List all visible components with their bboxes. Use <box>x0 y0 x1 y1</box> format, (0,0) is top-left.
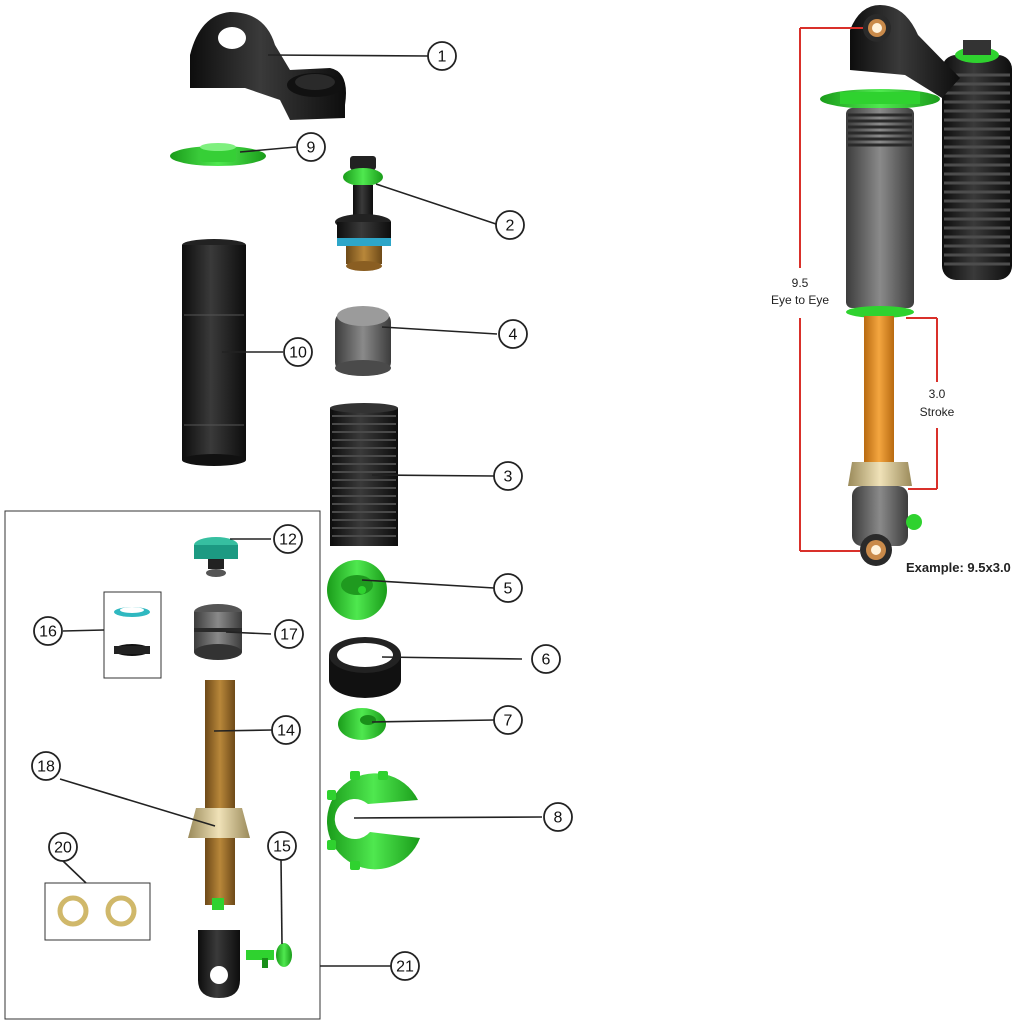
part-12-teal-valve <box>194 537 238 577</box>
callout-21: 21 <box>390 951 420 981</box>
callout-circle <box>274 619 304 649</box>
callout-circle <box>31 751 61 781</box>
callout-circle <box>33 616 63 646</box>
callout-number: 18 <box>37 759 55 776</box>
callout-circle <box>296 132 326 162</box>
callout-number: 20 <box>54 840 72 857</box>
eye-to-eye-label: Eye to Eye <box>771 293 829 307</box>
part-18-bumper <box>188 808 250 838</box>
callout-8: 8 <box>543 802 573 832</box>
callout-circle <box>493 705 523 735</box>
callout-circle <box>390 951 420 981</box>
part-1-eyelet-bridge <box>190 12 346 120</box>
callout-2: 2 <box>495 210 525 240</box>
kit-21-box <box>4 510 321 1020</box>
callout-17: 17 <box>274 619 304 649</box>
part-16-seal-set <box>103 591 162 679</box>
part-lower-eye <box>198 898 240 998</box>
callout-1: 1 <box>427 41 457 71</box>
stroke-label: Stroke <box>920 405 955 419</box>
callout-3: 3 <box>493 461 523 491</box>
callout-14: 14 <box>271 715 301 745</box>
callout-circle <box>493 573 523 603</box>
callout-circle <box>493 461 523 491</box>
callout-16: 16 <box>33 616 63 646</box>
callout-circle <box>267 831 297 861</box>
part-15-green-knob <box>246 943 292 968</box>
callout-number: 8 <box>554 810 563 827</box>
callout-6: 6 <box>531 644 561 674</box>
dimension-eye-to-eye <box>799 27 863 552</box>
part-9-green-cap <box>170 143 266 166</box>
callout-7: 7 <box>493 705 523 735</box>
stroke-value: 3.0 <box>929 387 946 401</box>
callout-circle <box>283 337 313 367</box>
callout-circle <box>543 802 573 832</box>
eye-to-eye-value: 9.5 <box>792 276 809 290</box>
callout-circle <box>48 832 78 862</box>
callout-circle <box>427 41 457 71</box>
part-2-valve-assembly <box>335 156 391 271</box>
callout-circle <box>273 524 303 554</box>
part-5-green-disc <box>327 560 387 620</box>
callout-number: 10 <box>289 345 307 362</box>
part-4-gray-sleeve <box>335 306 391 376</box>
callout-10: 10 <box>283 337 313 367</box>
callout-circle <box>271 715 301 745</box>
callout-number: 2 <box>506 218 515 235</box>
callout-number: 16 <box>39 624 57 641</box>
callout-number: 17 <box>280 627 298 644</box>
callout-number: 7 <box>504 713 513 730</box>
callout-5: 5 <box>493 573 523 603</box>
part-14-shaft <box>205 680 235 905</box>
callout-number: 1 <box>438 49 447 66</box>
callout-12: 12 <box>273 524 303 554</box>
callout-18: 18 <box>31 751 61 781</box>
callout-number: 15 <box>273 839 291 856</box>
leader-lines <box>59 54 543 967</box>
callout-circle <box>495 210 525 240</box>
callout-number: 14 <box>277 723 295 740</box>
callout-number: 6 <box>542 652 551 669</box>
part-6-black-ring <box>329 637 401 698</box>
dimension-stroke <box>906 317 938 490</box>
callout-number: 5 <box>504 581 513 598</box>
part-8-spring-collar <box>326 771 420 870</box>
callout-circle <box>498 319 528 349</box>
callout-4: 4 <box>498 319 528 349</box>
callout-number: 12 <box>279 532 297 549</box>
part-7-green-nut <box>338 708 386 740</box>
callout-number: 4 <box>509 327 518 344</box>
callout-number: 21 <box>396 959 414 976</box>
callout-20: 20 <box>48 832 78 862</box>
callout-number: 3 <box>504 469 513 486</box>
callout-15: 15 <box>267 831 297 861</box>
callout-9: 9 <box>296 132 326 162</box>
assembled-shock <box>820 5 1012 566</box>
size-example: Example: 9.5x3.0 <box>906 560 1011 575</box>
part-3-ribbed-sleeve <box>330 403 398 546</box>
part-20-washers <box>44 882 151 941</box>
callout-number: 9 <box>307 140 316 157</box>
callout-circle <box>531 644 561 674</box>
